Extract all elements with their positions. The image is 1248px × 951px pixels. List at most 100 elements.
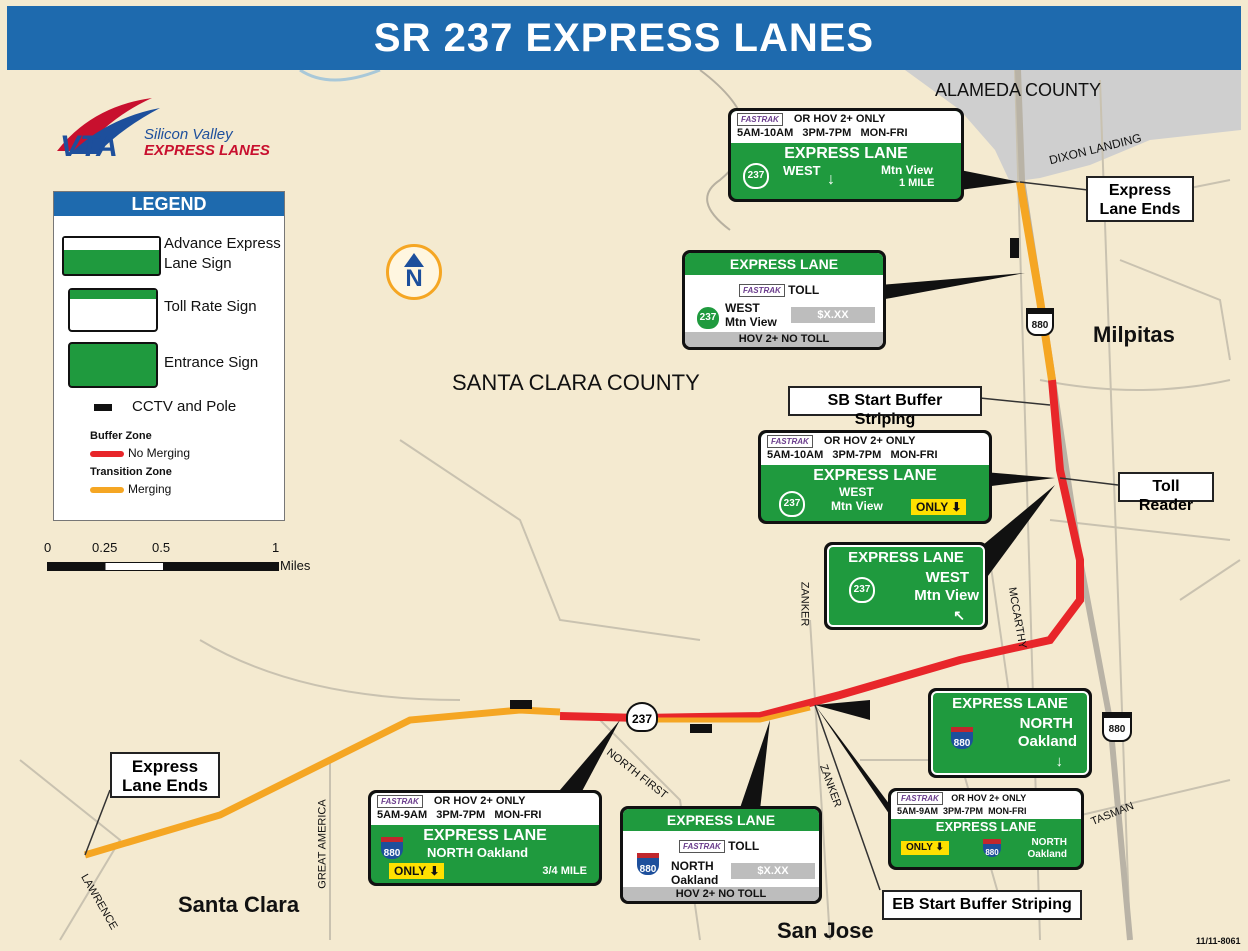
- transition-zone-mid: [640, 705, 811, 723]
- entrance-sign-west: EXPRESS LANE 237 WEST Mtn View ↖: [824, 542, 988, 630]
- legend-transition-zone: Transition Zone: [90, 466, 172, 478]
- sign-express-lane: EXPRESS LANE: [848, 549, 964, 566]
- scale-graduation: [47, 562, 279, 571]
- sign-express-lane: EXPRESS LANE: [935, 819, 1037, 834]
- map-title: SR 237 EXPRESS LANES: [7, 6, 1241, 70]
- sign-only: ONLY: [916, 500, 949, 514]
- sign-hov-text: OR HOV 2+ ONLY: [951, 793, 1027, 803]
- sign-oakland: Oakland: [671, 873, 719, 887]
- callout-sb-start: SB Start Buffer Striping: [788, 386, 982, 428]
- callout-lines: [84, 181, 1119, 891]
- sign-distance: 1 MILE: [899, 177, 935, 189]
- down-arrow-icon: ⬇: [935, 842, 944, 853]
- toll-rate-sign-west: EXPRESS LANE FASTRAK TOLL 237 WEST Mtn V…: [682, 250, 886, 350]
- legend-advance-sign-icon: [62, 236, 161, 276]
- down-arrow-icon: ↓: [1055, 753, 1064, 770]
- down-arrow-icon: ⬇: [951, 500, 962, 514]
- fastrak-logo: FASTRAK: [767, 434, 813, 448]
- cctv-marker: [1010, 238, 1019, 258]
- scale-tick: 0: [44, 540, 52, 555]
- sign-oakland: Oakland: [1017, 733, 1077, 750]
- scale-tick: 0.5: [152, 540, 171, 555]
- sign-days: MON-FRI: [860, 127, 908, 139]
- alameda-county-area: [905, 70, 1241, 182]
- advance-sign-north-right: FASTRAK OR HOV 2+ ONLY 5AM-9AM 3PM-7PM M…: [888, 788, 1084, 870]
- sign-hours: 5AM-10AM: [767, 449, 824, 461]
- i880-shield: 880: [1102, 712, 1132, 742]
- callout-ends-top: Express Lane Ends: [1086, 176, 1194, 222]
- sign-only-badge: ONLY ⬇: [911, 499, 967, 515]
- callout-toll-reader: Toll Reader: [1118, 472, 1214, 514]
- entrance-sign-north: EXPRESS LANE 880 NORTH Oakland ↓: [928, 688, 1092, 778]
- callout-eb-start: EB Start Buffer Striping: [882, 890, 1082, 920]
- sign-express-lane: EXPRESS LANE: [784, 145, 908, 162]
- sign-express-lane: EXPRESS LANE: [952, 695, 1068, 712]
- svg-text:VTA: VTA: [60, 130, 118, 160]
- legend-advance-sign-label: Advance Express Lane Sign: [164, 235, 281, 272]
- i880-sign-shield: 880: [381, 837, 403, 859]
- i880-shield: 880: [1026, 308, 1054, 336]
- legend-no-merging: No Merging: [128, 446, 191, 460]
- transition-zone-west: [84, 706, 561, 859]
- label-milpitas: Milpitas: [1093, 322, 1175, 347]
- sign-hov-no-toll: HOV 2+ NO TOLL: [685, 332, 883, 347]
- cctv-icon: [94, 404, 112, 411]
- toll-price-field: $X.XX: [731, 863, 815, 879]
- sign-west: WEST: [725, 301, 760, 315]
- legend-entrance-label: Entrance Sign: [164, 354, 259, 371]
- local-streets: [19, 69, 1241, 941]
- fastrak-logo: FASTRAK: [377, 794, 423, 808]
- scale-tick: 1: [272, 540, 280, 555]
- label-san-jose: San Jose: [777, 918, 874, 943]
- sign-only: ONLY: [906, 842, 933, 853]
- brand-text-1: Silicon Valley: [144, 126, 233, 143]
- sign-mtn-view: Mtn View: [831, 499, 883, 513]
- legend-merging: Merging: [128, 482, 172, 496]
- up-left-arrow-icon: ↖: [953, 607, 965, 623]
- sign-hov-text: OR HOV 2+ ONLY: [433, 795, 526, 807]
- sign-oakland: Oakland: [1027, 849, 1067, 860]
- down-arrow-icon: ⬇: [429, 864, 440, 878]
- vta-swoosh-icon: VTA: [57, 98, 160, 163]
- sign-days: MON-FRI: [988, 806, 1027, 817]
- fastrak-logo: FASTRAK: [679, 840, 725, 854]
- sign-north: NORTH: [671, 859, 714, 873]
- fastrak-logo: FASTRAK: [737, 112, 783, 126]
- brand-text-2: EXPRESS LANES: [144, 142, 270, 159]
- sign-toll: TOLL: [728, 839, 760, 853]
- down-arrow-icon: ↓: [827, 171, 835, 188]
- sign-hours: 3PM-7PM: [802, 127, 852, 139]
- legend-title: LEGEND: [54, 192, 284, 216]
- vta-logo: VTA Silicon Valley EXPRESS LANES: [52, 96, 292, 166]
- label-great-america: GREAT AMERICA: [316, 799, 329, 889]
- scale-tick: 0.25: [92, 540, 118, 555]
- sign-days: MON-FRI: [890, 449, 938, 461]
- sign-mtn-view: Mtn View: [725, 315, 777, 329]
- sign-distance: 3/4 MILE: [542, 865, 587, 877]
- sign-hours: 5AM-9AM: [377, 809, 428, 821]
- label-zanker-north: ZANKER: [798, 581, 811, 627]
- north-arrow-icon: [404, 253, 424, 267]
- i880-sign-shield: 880: [951, 727, 973, 749]
- toll-price-field: $X.XX: [791, 307, 875, 323]
- sr237-sign-shield: 237: [779, 491, 805, 517]
- sign-express-lane: EXPRESS LANE: [685, 253, 883, 275]
- sign-mtn-view: Mtn View: [914, 587, 979, 604]
- legend-toll-rate-icon: [68, 288, 158, 332]
- legend-cctv-label: CCTV and Pole: [132, 398, 237, 415]
- north-arrow: N: [386, 244, 442, 300]
- sign-days: MON-FRI: [494, 809, 542, 821]
- sign-express-lane: EXPRESS LANE: [623, 809, 819, 831]
- callout-ends-left: Express Lane Ends: [110, 752, 220, 798]
- sign-west: WEST: [925, 569, 969, 586]
- sr237-sign-shield: 237: [743, 163, 769, 189]
- sign-hours: 3PM-7PM: [436, 809, 486, 821]
- sign-west: WEST: [839, 485, 874, 499]
- sign-toll: TOLL: [788, 283, 820, 297]
- i880-sign-shield: 880: [637, 853, 659, 875]
- sr237-sign-shield: 237: [849, 577, 875, 603]
- sr237-sign-shield: 237: [695, 305, 721, 331]
- buffer-zone: [559, 379, 1084, 723]
- cctv-marker: [510, 700, 532, 709]
- fastrak-logo: FASTRAK: [739, 284, 785, 298]
